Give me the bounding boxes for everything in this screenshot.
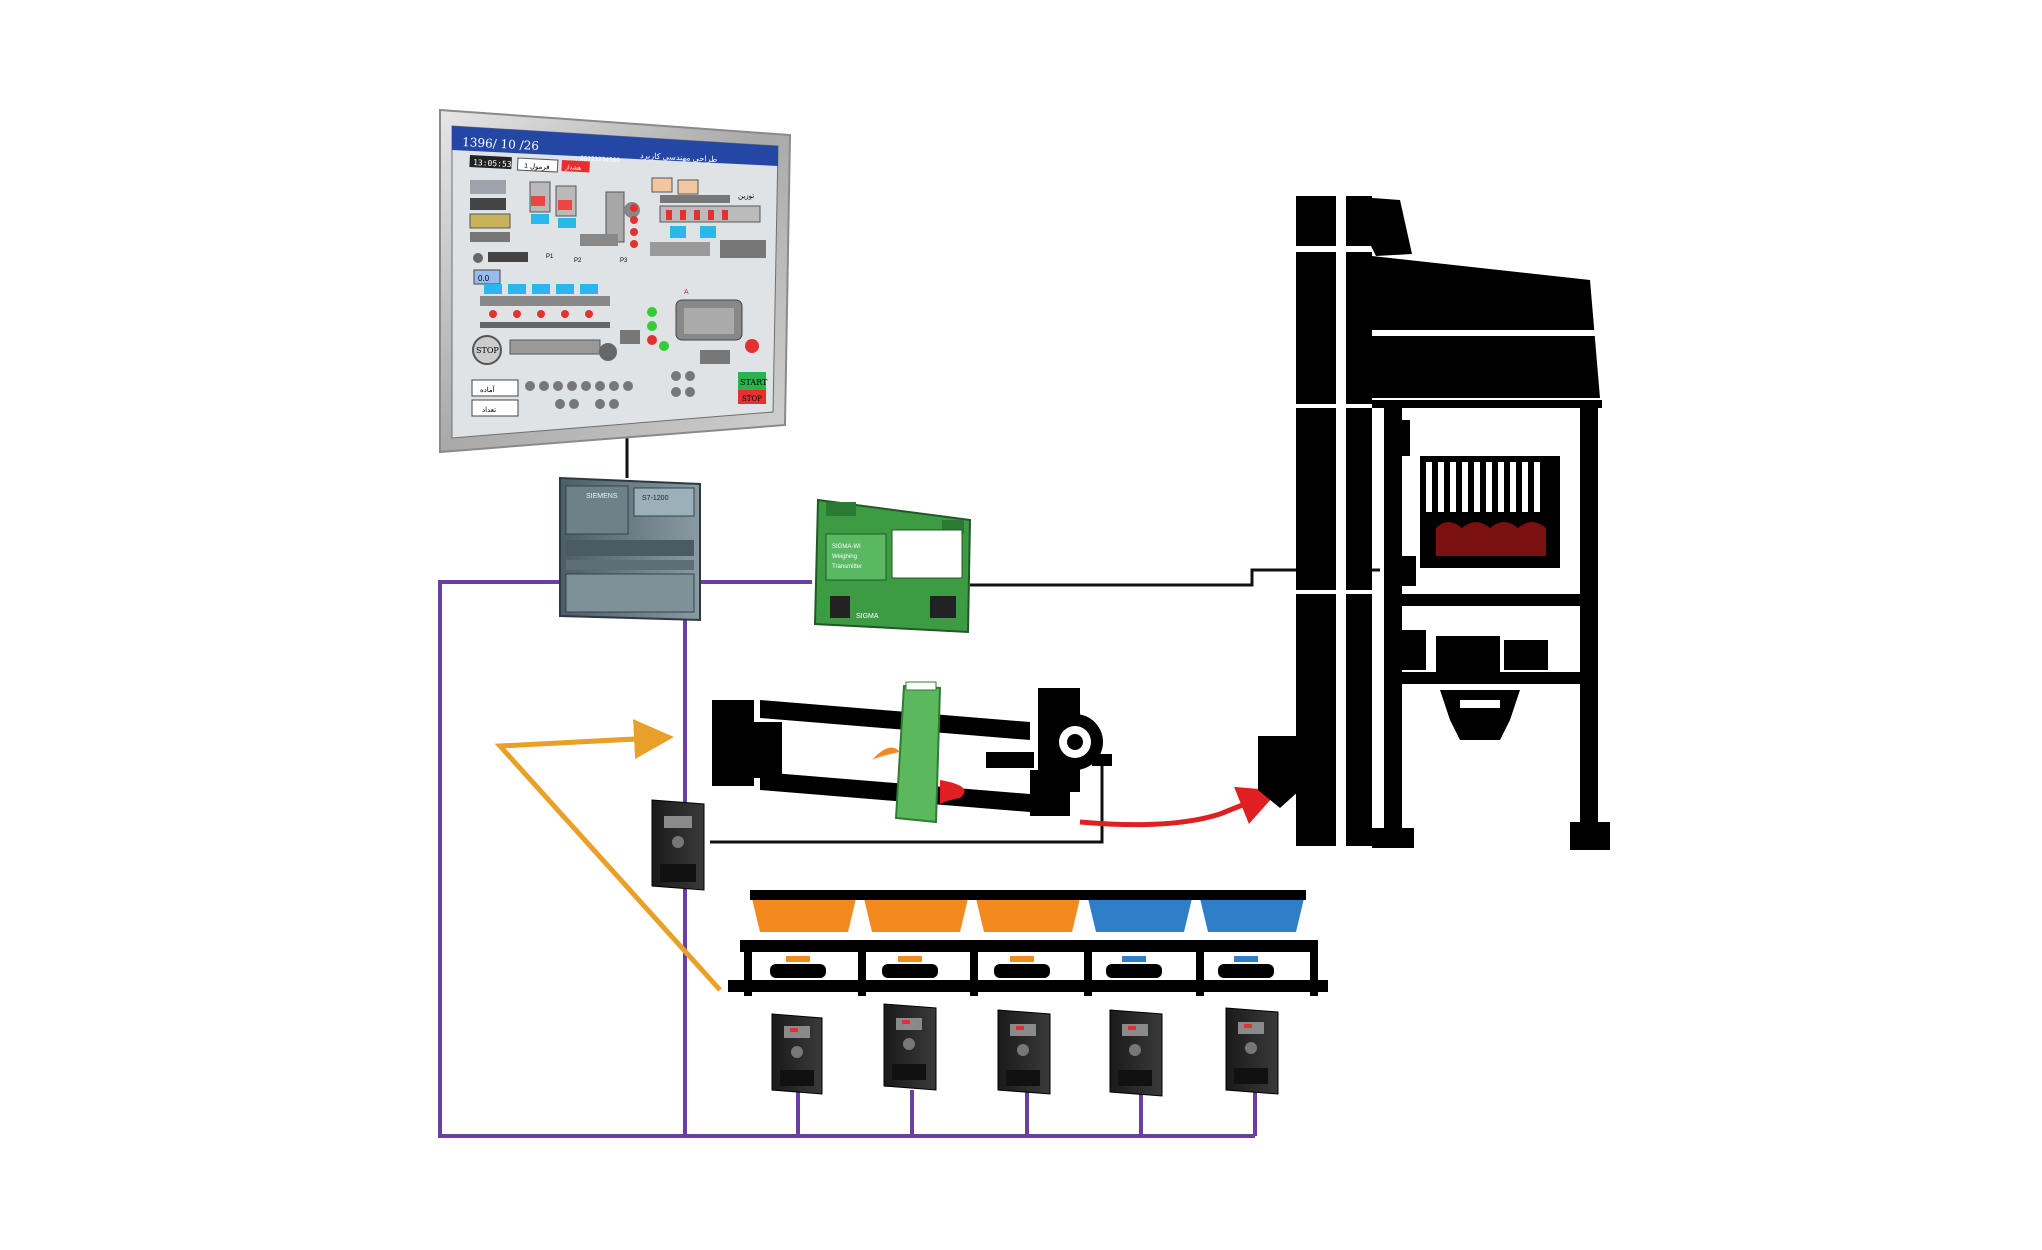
hmi-reading-1: 0.0 xyxy=(478,274,490,283)
module-line1: SIGMA-WI xyxy=(832,544,861,550)
hmi-scale-label: توزین xyxy=(738,193,754,200)
plc-model: S7-1200 xyxy=(642,495,669,502)
inverter-2 xyxy=(883,1003,937,1091)
hmi-menu-label: فرمول 1 xyxy=(524,162,550,171)
hopper-5 xyxy=(1198,890,1306,932)
hopper-row xyxy=(728,890,1328,996)
hmi-extra-p3: P3 xyxy=(620,258,628,264)
hmi-time: 13:05:53 xyxy=(473,158,512,169)
hmi-start-button[interactable] xyxy=(738,372,766,390)
mill-machine xyxy=(1258,196,1610,850)
hmi-process-graphics: 0.0 xyxy=(469,155,768,417)
hmi-extra-p2: P2 xyxy=(574,258,582,264)
hmi-time-box xyxy=(469,154,512,170)
material-flow-icon xyxy=(872,747,900,760)
hmi-alarm-label: هشدار xyxy=(564,164,582,172)
hmi-stop-button-2[interactable] xyxy=(738,390,766,404)
hmi-recipe-label: آماده xyxy=(480,384,496,394)
module-line2: Weighing xyxy=(832,554,857,560)
hmi-monitor: 1396/ 10 /26 طراحی مهندسی کاربرد 13:05:5… xyxy=(439,108,792,454)
hmi-recipe-box[interactable] xyxy=(471,379,519,397)
hopper-4 xyxy=(1086,890,1194,932)
hopper-3 xyxy=(974,890,1082,932)
hmi-title: طراحی مهندسی کاربرد xyxy=(640,151,718,164)
hmi-scale-box[interactable] xyxy=(471,399,519,417)
inverter-3 xyxy=(997,1009,1051,1095)
inverter-5 xyxy=(1225,1007,1279,1095)
hmi-stop-button[interactable] xyxy=(472,335,502,365)
weigh-feeder xyxy=(712,681,1112,824)
hopper-1 xyxy=(750,890,858,932)
feed-arrow xyxy=(494,719,722,992)
hmi-extra-p1: P1 xyxy=(546,254,554,260)
feeder-inverter xyxy=(651,799,705,891)
hopper-2 xyxy=(862,890,970,932)
hmi-date: 1396/ 10 /26 xyxy=(462,135,539,153)
inverter-1 xyxy=(771,1013,823,1095)
hmi-menu-button[interactable] xyxy=(516,157,559,173)
module-line3: Transmitter xyxy=(832,564,862,570)
inverter-4 xyxy=(1109,1009,1163,1097)
module-brand: SIGMA xyxy=(856,613,879,620)
output-arrow xyxy=(1079,786,1279,828)
hmi-start-label: START xyxy=(740,378,768,387)
plc-brand: SIEMENS xyxy=(586,493,618,500)
hmi-alarm-button[interactable] xyxy=(561,160,590,173)
plc-controller: SIEMENS S7-1200 xyxy=(559,476,701,622)
inverter-row xyxy=(771,1003,1279,1097)
hmi-footer-label: تعداد xyxy=(482,406,496,414)
hmi-stop-label: STOP xyxy=(476,346,499,355)
hmi-stop-label-2: STOP xyxy=(742,395,762,403)
weighing-module: SIGMA-WI Weighing Transmitter SIGMA xyxy=(813,498,972,634)
load-cell xyxy=(894,684,942,824)
hmi-extra-a: A xyxy=(684,289,689,296)
profibus-network xyxy=(438,580,1257,1138)
hmi-code: 09121234560 xyxy=(580,155,620,164)
